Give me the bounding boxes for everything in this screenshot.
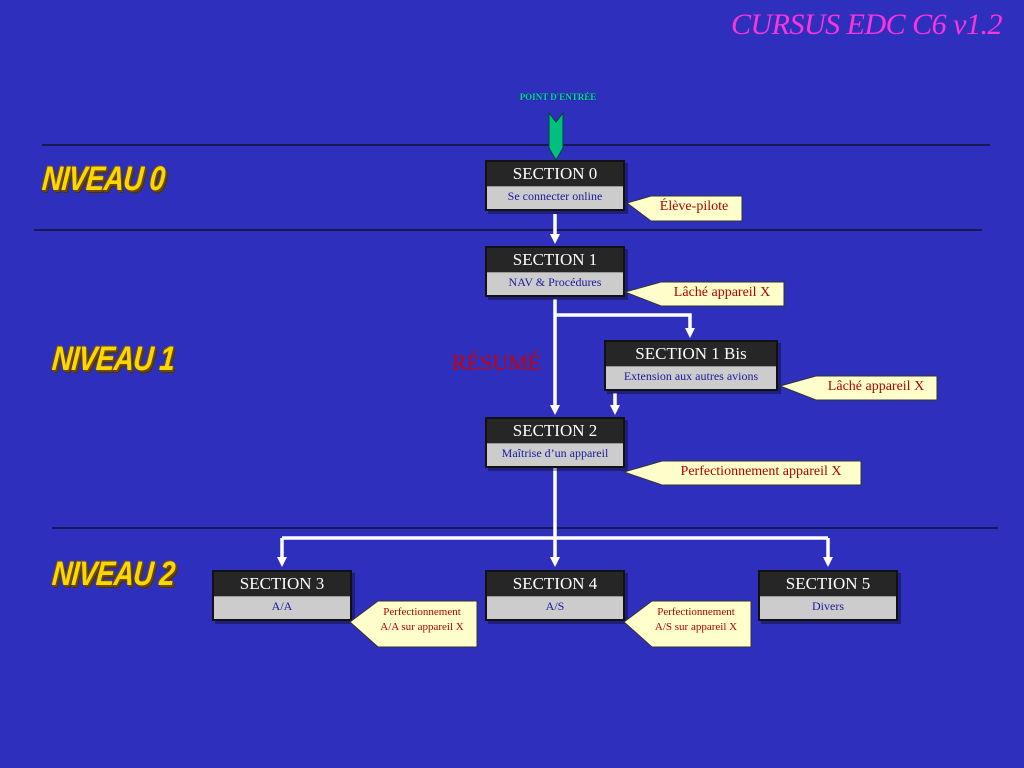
callout-perfectionnement-3-line2: A/A sur appareil X bbox=[380, 621, 464, 633]
callout-perfectionnement-3: Perfectionnement A/A sur appareil X bbox=[349, 600, 478, 648]
section-1bis-box[interactable]: SECTION 1 Bis Extension aux autres avion… bbox=[604, 340, 778, 391]
callout-perfectionnement-4-line2: A/S sur appareil X bbox=[654, 621, 738, 633]
section-4-subtitle: A/S bbox=[487, 596, 623, 619]
callout-eleve-pilote-text: Élève-pilote bbox=[659, 199, 729, 214]
callout-lache-1-text: Lâché appareil X bbox=[673, 285, 771, 300]
section-0-title: SECTION 0 bbox=[487, 162, 623, 186]
callout-perfectionnement-2: Perfectionnement appareil X bbox=[622, 460, 862, 486]
callout-shape bbox=[349, 600, 478, 648]
callout-perfectionnement-4: Perfectionnement A/S sur appareil X bbox=[623, 600, 752, 648]
section-3-box[interactable]: SECTION 3 A/A bbox=[212, 570, 352, 621]
callout-perfectionnement-4-line1: Perfectionnement bbox=[657, 606, 735, 618]
section-5-box[interactable]: SECTION 5 Divers bbox=[758, 570, 898, 621]
section-2-subtitle: Maîtrise d’un appareil bbox=[487, 443, 623, 466]
section-1-subtitle: NAV & Procédures bbox=[487, 272, 623, 295]
resume-label: RÉSUMÉ bbox=[452, 350, 542, 375]
callout-lache-1: Lâché appareil X bbox=[623, 281, 785, 307]
section-0-box[interactable]: SECTION 0 Se connecter online bbox=[485, 160, 625, 211]
callout-shape bbox=[625, 195, 743, 222]
callout-shape bbox=[622, 460, 862, 486]
section-5-title: SECTION 5 bbox=[760, 572, 896, 596]
callout-lache-1bis: Lâché appareil X bbox=[778, 375, 938, 401]
connector-s1-s1bis bbox=[555, 313, 695, 338]
section-3-subtitle: A/A bbox=[214, 596, 350, 619]
callout-shape bbox=[778, 375, 938, 401]
section-4-box[interactable]: SECTION 4 A/S bbox=[485, 570, 625, 621]
section-1bis-subtitle: Extension aux autres avions bbox=[606, 366, 776, 389]
level-0-label: NIVEAU 0 bbox=[40, 160, 167, 198]
entry-arrow-icon bbox=[548, 111, 564, 161]
callout-perfectionnement-2-text: Perfectionnement appareil X bbox=[680, 464, 842, 479]
section-2-box[interactable]: SECTION 2 Maîtrise d’un appareil bbox=[485, 417, 625, 468]
callout-eleve-pilote: Élève-pilote bbox=[625, 195, 743, 222]
callout-lache-1bis-text: Lâché appareil X bbox=[827, 379, 925, 394]
section-1-title: SECTION 1 bbox=[487, 248, 623, 272]
level-1-label: NIVEAU 1 bbox=[50, 340, 177, 378]
callout-perfectionnement-3-line1: Perfectionnement bbox=[383, 606, 461, 618]
section-4-title: SECTION 4 bbox=[487, 572, 623, 596]
page-title: CURSUS EDC C6 v1.2 bbox=[731, 8, 1003, 41]
callout-shape bbox=[623, 281, 785, 307]
entry-point-label: POINT D'ENTRÉE bbox=[519, 92, 597, 102]
level-2-label: NIVEAU 2 bbox=[50, 555, 177, 593]
section-1-box[interactable]: SECTION 1 NAV & Procédures bbox=[485, 246, 625, 297]
section-3-title: SECTION 3 bbox=[214, 572, 350, 596]
section-2-title: SECTION 2 bbox=[487, 419, 623, 443]
section-0-subtitle: Se connecter online bbox=[487, 186, 623, 209]
section-5-subtitle: Divers bbox=[760, 596, 896, 619]
callout-shape bbox=[623, 600, 752, 648]
section-1bis-title: SECTION 1 Bis bbox=[606, 342, 776, 366]
